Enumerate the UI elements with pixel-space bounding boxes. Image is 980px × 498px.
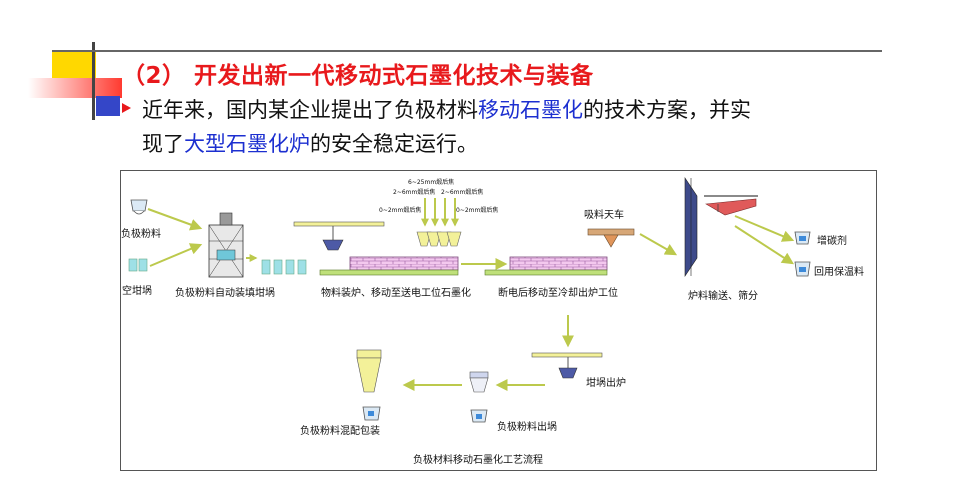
gantry-crane-icon xyxy=(293,221,385,251)
bag-icon xyxy=(470,409,488,423)
label-size-5: 0~2mm煅后焦 xyxy=(456,206,498,214)
label-anode-powder: 负极粉料 xyxy=(121,227,161,240)
label-size-1: 6~25mm煅后焦 xyxy=(408,178,454,186)
body-line-1: 近年来，国内某企业提出了负极材料移动石墨化的技术方案，并实 xyxy=(142,94,751,124)
screen-icon xyxy=(704,195,758,216)
body-text: 的安全稳定运行。 xyxy=(310,132,478,156)
highlight-text: 移动石墨化 xyxy=(478,98,583,122)
flow-arrow xyxy=(147,208,203,231)
label-loading: 物料装炉、移动至送电工位石墨化 xyxy=(321,286,471,299)
suction-crane-icon xyxy=(587,228,635,248)
decor-red-gradient-bar xyxy=(28,78,122,98)
diagram-border xyxy=(120,170,877,471)
flow-arrow xyxy=(639,233,678,256)
bag-icon xyxy=(362,406,381,421)
bag-icon xyxy=(130,199,148,215)
flow-arrow xyxy=(734,215,795,242)
crucible-icon xyxy=(128,258,148,272)
feed-arrows xyxy=(421,198,459,227)
slide-title: （2） 开发出新一代移动式石墨化技术与装备 xyxy=(122,63,594,89)
body-line-2: 现了大型石墨化炉的安全稳定运行。 xyxy=(142,128,478,158)
gantry-crane-icon xyxy=(531,352,603,379)
process-flow-diagram: 负极粉料 空坩埚 负极粉料自动装填坩埚 物料装炉、移动至送电工位石墨化 6~25… xyxy=(120,170,877,471)
label-cooling: 断电后移动至冷却出炉工位 xyxy=(498,286,618,299)
diagram-caption: 负极材料移动石墨化工艺流程 xyxy=(413,453,543,466)
flow-arrow xyxy=(734,225,795,265)
filling-machine-icon xyxy=(208,212,244,278)
conveyor-icon xyxy=(684,177,698,277)
body-text: 现了 xyxy=(142,132,184,156)
bag-icon xyxy=(794,231,811,245)
decor-horizontal-line xyxy=(52,50,882,52)
crucible-group-icon xyxy=(261,259,307,275)
label-size-3: 2~6mm煅后焦 xyxy=(441,188,483,196)
label-size-2: 2~6mm煅后焦 xyxy=(393,188,435,196)
label-auto-filling: 负极粉料自动装填坩埚 xyxy=(175,286,275,299)
hopper-icon xyxy=(416,231,462,247)
cooling-furnace xyxy=(484,256,608,276)
decor-blue-square xyxy=(96,96,120,116)
label-crane: 吸料天车 xyxy=(584,208,624,221)
label-empty-crucible: 空坩埚 xyxy=(122,284,152,297)
body-text: 近年来，国内某企业提出了负极材料 xyxy=(142,98,478,122)
label-crucible-out: 坩埚出炉 xyxy=(586,376,626,389)
highlight-text: 大型石墨化炉 xyxy=(184,132,310,156)
hopper-icon xyxy=(469,371,489,393)
bag-icon xyxy=(794,261,811,277)
label-mixing: 负极粉料混配包装 xyxy=(300,424,380,437)
graphitization-furnace xyxy=(319,256,459,276)
flow-arrow xyxy=(149,243,203,267)
label-powder-out: 负极粉料出埚 xyxy=(497,420,557,433)
label-recarburizer: 增碳剂 xyxy=(817,234,847,247)
mixer-icon xyxy=(356,349,382,393)
label-size-4: 0~2mm煅后焦 xyxy=(379,206,421,214)
label-insulation: 回用保温料 xyxy=(814,265,864,278)
label-conveying: 炉料输送、筛分 xyxy=(688,289,758,302)
bullet-icon xyxy=(122,103,131,113)
body-text: 的技术方案，并实 xyxy=(583,98,751,122)
decor-vertical-line xyxy=(92,42,95,120)
